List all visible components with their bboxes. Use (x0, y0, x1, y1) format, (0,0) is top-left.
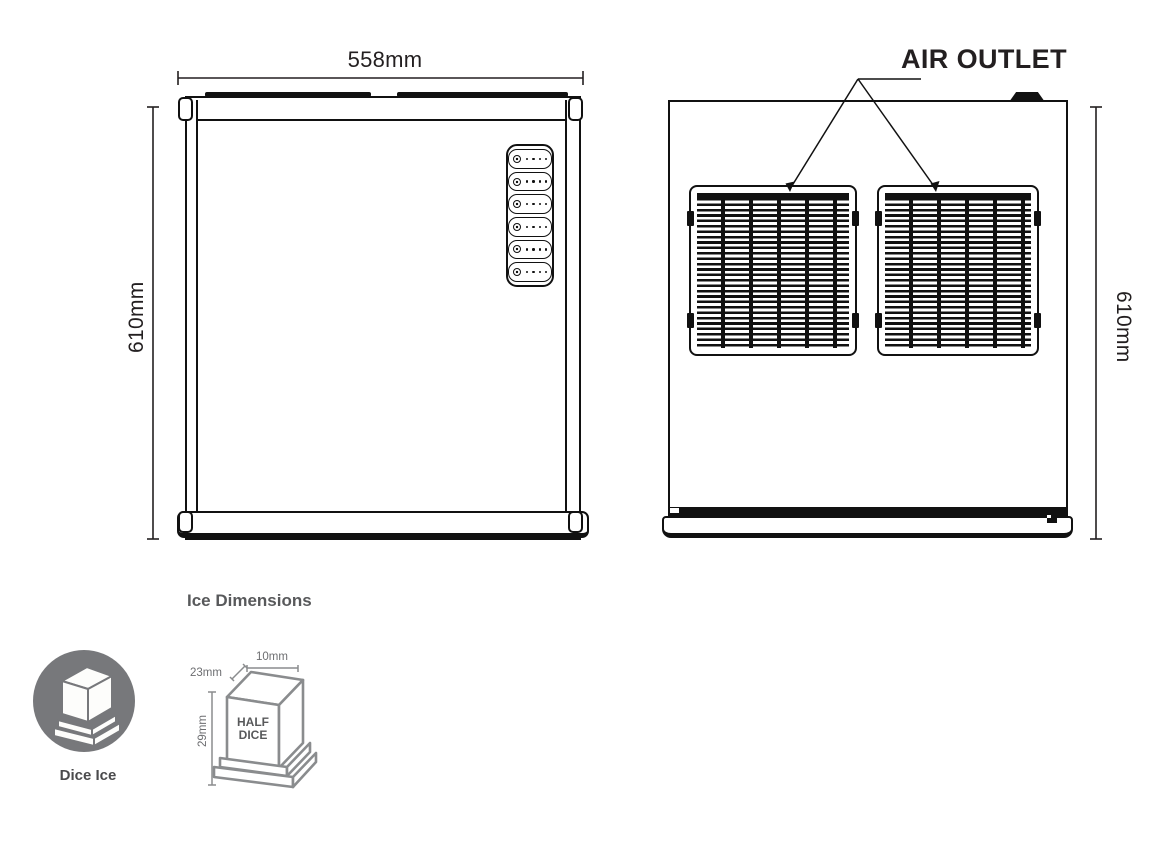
led-indicator-icon (513, 177, 521, 186)
grille-clip-icon (687, 313, 694, 328)
dot-row-icon (526, 157, 548, 161)
dot-row-icon (526, 248, 548, 251)
grille-clip-icon (852, 211, 859, 226)
half-dice-dimension-lines (208, 663, 299, 786)
front-top-left-corner-cap (178, 97, 193, 121)
dot-row-icon (526, 203, 548, 206)
half-dice-diagram: 10mm 23mm 29mm HALF DICE (180, 638, 332, 798)
grille-clip-icon (1034, 211, 1041, 226)
grille-clip-icon (852, 313, 859, 328)
front-height-dimension-label: 610mm (125, 281, 148, 353)
dot-row-icon (526, 180, 548, 183)
back-top-fitting (1010, 92, 1044, 101)
front-top-lid-left-segment (205, 92, 371, 97)
back-band-notch (670, 508, 679, 513)
right-height-dimension-line (1090, 106, 1102, 540)
led-indicator-icon (513, 268, 521, 277)
control-panel-button-row (508, 262, 552, 282)
front-top-lid-right-segment (397, 92, 568, 97)
front-header-band-line (197, 119, 566, 121)
dot-row-icon (526, 225, 548, 228)
grille-clip-icon (875, 313, 882, 328)
air-outlet-grille-left (687, 185, 859, 356)
grille-clip-icon (875, 211, 882, 226)
control-panel-button-row (508, 194, 552, 214)
led-indicator-icon (513, 200, 521, 209)
grille-louver-pattern (885, 193, 1031, 348)
half-dice-depth-label: 23mm (190, 667, 222, 679)
back-base-rail (662, 516, 1073, 538)
top-width-dimension-line (177, 71, 584, 85)
control-panel (506, 144, 554, 287)
grille-clip-icon (1034, 313, 1041, 328)
half-dice-label: HALF DICE (223, 716, 283, 742)
half-dice-top-width-label: 10mm (256, 651, 288, 663)
air-outlet-label: AIR OUTLET (901, 44, 1067, 74)
control-panel-button-row (508, 171, 552, 192)
front-bottom-left-corner-cap (178, 511, 193, 533)
dice-ice-icon (33, 650, 135, 752)
led-indicator-icon (513, 222, 521, 231)
grille-clip-icon (687, 211, 694, 226)
led-indicator-icon (513, 245, 521, 254)
half-dice-cube-drawing (208, 663, 318, 789)
air-outlet-grille-right (875, 185, 1041, 356)
half-dice-label-line2: DICE (238, 728, 268, 742)
half-dice-label-line1: HALF (237, 715, 269, 729)
front-bottom-right-corner-cap (568, 511, 583, 533)
grille-louver-pattern (697, 193, 849, 348)
back-bottom-band (668, 507, 1068, 517)
front-base-rail (177, 511, 589, 538)
dice-ice-caption: Dice Ice (59, 767, 117, 784)
dot-row-icon (526, 270, 548, 274)
control-panel-button-row (508, 149, 552, 169)
half-dice-height-label: 29mm (197, 715, 209, 747)
front-right-door-edge-line (565, 100, 567, 512)
back-base-fitting (1047, 514, 1057, 523)
front-width-dimension-label: 558mm (347, 47, 423, 72)
led-indicator-icon (513, 154, 521, 163)
front-top-right-corner-cap (568, 97, 583, 121)
front-left-door-edge-line (196, 100, 198, 512)
back-height-dimension-label: 610mm (1112, 291, 1135, 363)
control-panel-button-row (508, 217, 552, 237)
ice-dimensions-title: Ice Dimensions (187, 591, 312, 610)
control-panel-button-row (508, 239, 552, 260)
